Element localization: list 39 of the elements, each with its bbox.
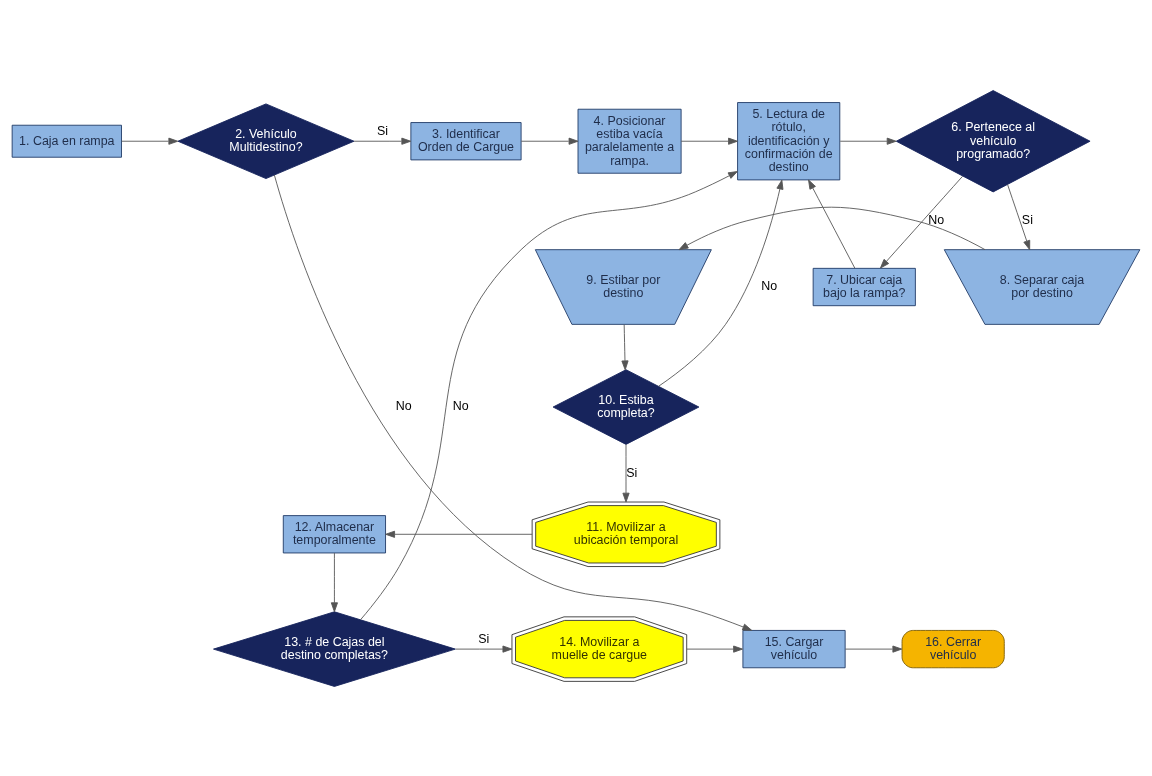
node-diamond: 13. # de Cajas del destino completas?: [213, 610, 456, 687]
arrow: [385, 530, 533, 538]
node-box: 1. Caja en rampa: [11, 124, 122, 158]
edge-label: Si: [1021, 212, 1033, 227]
node-box: 15. Cargar vehículo: [742, 629, 846, 668]
node-box: 7. Ubicar caja bajo la rampa?: [812, 267, 916, 306]
arrow: [839, 137, 897, 145]
node-diamond: 2. Vehículo Multidestino?: [177, 102, 355, 179]
arrow: [680, 137, 738, 145]
arrow: [880, 175, 964, 268]
node-box: 16. Cerrar vehículo: [901, 629, 1005, 668]
edge-label: No: [928, 212, 945, 227]
edge-label: Si: [376, 123, 388, 138]
arrow: [621, 323, 629, 370]
arrow: [455, 645, 513, 653]
arrow: [686, 645, 743, 653]
arrow: [658, 179, 784, 387]
arrow: [353, 137, 412, 145]
arrow: [808, 179, 856, 269]
node-box: 5. Lectura de rótulo, identificación y confirmación de destino: [737, 101, 841, 180]
edge-label: Si: [626, 465, 638, 480]
arrow: [360, 170, 738, 620]
arrow: [520, 137, 579, 145]
arrow: [330, 552, 338, 612]
edge-label: No: [395, 398, 412, 413]
node-diamond: 6. Pertenece al vehículo programado?: [895, 89, 1091, 192]
node-box: 4. Posicionar estiba vacía paralelamente a rampa.: [577, 108, 682, 174]
node-box: 12. Almacenar temporalmente: [282, 514, 386, 553]
node-box: 3. Identificar Orden de Cargue: [410, 121, 522, 160]
arrow: [678, 206, 986, 250]
arrow: [121, 137, 179, 145]
edge-label: No: [761, 278, 778, 293]
arrow: [622, 443, 630, 502]
edge-label: Si: [478, 631, 490, 646]
node-diamond: 10. Estiba completa?: [552, 368, 700, 445]
edge-label: No: [452, 398, 469, 413]
arrow: [844, 645, 903, 653]
arrow: [1007, 183, 1031, 250]
arrow: [273, 174, 753, 631]
